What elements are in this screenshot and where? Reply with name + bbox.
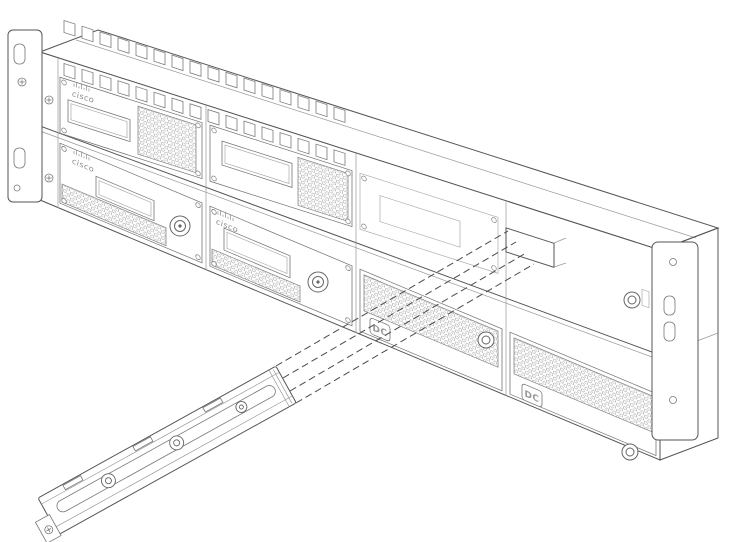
mounting-slot — [663, 295, 676, 316]
removed-module — [34, 366, 297, 542]
module-line-card-4: cisco — [209, 205, 353, 327]
vent-grille — [363, 274, 499, 368]
mounting-hole — [13, 184, 21, 192]
vent-grille — [61, 183, 167, 247]
module-tab — [132, 436, 154, 452]
vent-grille — [137, 105, 197, 174]
module-tab — [62, 475, 84, 491]
row-seam — [39, 125, 661, 356]
module-line-card-1: cisco — [59, 76, 203, 180]
thumbscrew — [477, 331, 495, 349]
module-tab — [202, 397, 224, 413]
vent-grille — [211, 248, 301, 303]
display-window — [67, 99, 131, 143]
vent-grille — [297, 156, 349, 222]
display-window — [223, 227, 291, 279]
slot-depth-lines — [553, 237, 567, 268]
strip-screw-icon — [44, 95, 54, 105]
rack-ear-right — [651, 241, 699, 441]
connector-knob — [169, 215, 191, 237]
display-window — [221, 140, 293, 188]
thumbscrew — [621, 443, 639, 461]
upper-row: cisco — [59, 20, 650, 309]
strip-screw-icon — [44, 173, 54, 183]
thumbscrew — [623, 291, 641, 309]
mounting-slot — [13, 147, 26, 169]
module-line-card-2 — [209, 124, 353, 228]
mounting-slot — [663, 321, 676, 342]
module-end-bracket — [34, 513, 62, 542]
rack-ear-left — [7, 29, 43, 203]
connector-knob — [307, 271, 329, 293]
insertion-guides — [275, 230, 535, 404]
product-id-label — [641, 288, 650, 309]
lower-row: cisco cisco — [59, 142, 657, 457]
module-psu-dc-1: DC — [359, 268, 503, 392]
display-window — [379, 195, 461, 248]
mounting-screw-icon — [17, 77, 27, 87]
module-line-card-3: cisco — [59, 142, 203, 264]
display-window — [95, 175, 155, 222]
open-bay-slot — [505, 227, 650, 309]
mounting-hole — [669, 258, 677, 266]
mounting-slot — [13, 43, 26, 65]
mounting-hole — [669, 396, 677, 404]
chassis: cisco — [38, 20, 720, 461]
dc-label-box — [521, 383, 543, 408]
module-blank-cover — [359, 172, 499, 274]
module-fasteners — [100, 401, 248, 489]
module-psu-dc-2: DC — [509, 331, 657, 457]
